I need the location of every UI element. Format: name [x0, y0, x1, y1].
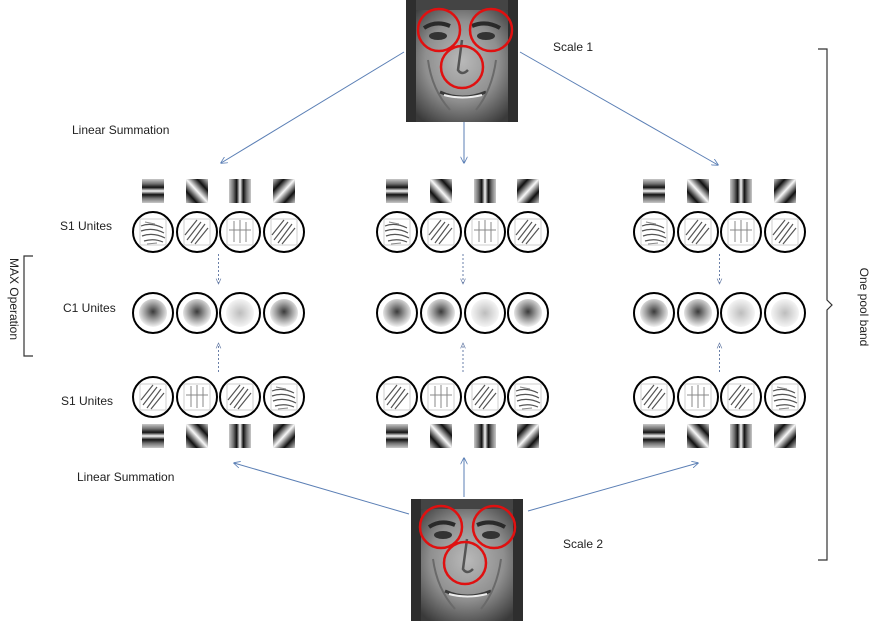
band-column-1 [132, 179, 305, 448]
c1-unit-response-icon [219, 292, 261, 334]
gabor-filter-icon [229, 424, 251, 448]
linear-summation-top-label: Linear Summation [72, 123, 170, 137]
s1-unit-response-icon [219, 211, 261, 253]
face-photo-icon [409, 497, 525, 621]
s1-unit-response-icon [464, 376, 506, 418]
gabor-filter-icon [774, 179, 796, 203]
c1-unit-response-icon [720, 292, 762, 334]
s1-unit-response-icon [464, 211, 506, 253]
gabor-filter-icon [517, 424, 539, 448]
s1-unit-response-icon [176, 376, 218, 418]
gabor-filter-icon [386, 179, 408, 203]
s1-unit-response-icon [263, 211, 305, 253]
gabor-filter-icon [229, 179, 251, 203]
gabor-filter-icon [643, 424, 665, 448]
gabor-filter-icon [386, 424, 408, 448]
gabor-filter-icon [730, 424, 752, 448]
s1-unit-response-icon [677, 376, 719, 418]
arrow [221, 51, 405, 163]
gabor-filter-icon [517, 179, 539, 203]
max-operation-bracket [23, 255, 33, 357]
s1-unit-response-icon [677, 211, 719, 253]
arrow [527, 463, 698, 512]
s1-unit-response-icon [132, 211, 174, 253]
face-photo-scale1 [404, 0, 520, 124]
gabor-filter-icon [774, 424, 796, 448]
max-operation-label: MAX Operation [7, 257, 21, 341]
gabor-filter-icon [430, 179, 452, 203]
c1-unit-response-icon [464, 292, 506, 334]
s1-unit-response-icon [420, 376, 462, 418]
s1-units-bottom-label: S1 Unites [61, 394, 114, 408]
s1-units-top-label: S1 Unites [60, 219, 113, 233]
s1-unit-response-icon [376, 211, 418, 253]
s1-unit-response-icon [764, 376, 806, 418]
c1-unit-response-icon [764, 292, 806, 334]
gabor-filter-icon [186, 424, 208, 448]
scale1-label: Scale 1 [553, 40, 594, 54]
c1-units-label: C1 Unites [63, 301, 116, 315]
arrow [519, 51, 718, 165]
s1-unit-response-icon [507, 211, 549, 253]
receptive-field-circle [418, 504, 464, 550]
s1-unit-response-icon [720, 376, 762, 418]
receptive-field-circle [439, 44, 485, 90]
face-photo-scale2 [409, 497, 525, 621]
c1-unit-response-icon [507, 292, 549, 334]
gabor-filter-icon [474, 424, 496, 448]
c1-unit-response-icon [677, 292, 719, 334]
receptive-field-circle [468, 7, 514, 53]
gabor-filter-icon [273, 424, 295, 448]
gabor-filter-icon [730, 179, 752, 203]
receptive-field-circle [471, 504, 517, 550]
gabor-filter-icon [273, 179, 295, 203]
c1-unit-response-icon [132, 292, 174, 334]
gabor-filter-icon [142, 424, 164, 448]
gabor-filter-icon [687, 424, 709, 448]
s1-unit-response-icon [764, 211, 806, 253]
s1-unit-response-icon [633, 376, 675, 418]
gabor-filter-icon [142, 179, 164, 203]
band-column-3 [633, 179, 806, 448]
s1-unit-response-icon [720, 211, 762, 253]
c1-unit-response-icon [376, 292, 418, 334]
gabor-filter-icon [186, 179, 208, 203]
s1-unit-response-icon [633, 211, 675, 253]
s1-unit-response-icon [219, 376, 261, 418]
s1-unit-response-icon [507, 376, 549, 418]
linear-summation-bottom-label: Linear Summation [77, 470, 175, 484]
c1-unit-response-icon [420, 292, 462, 334]
s1-unit-response-icon [263, 376, 305, 418]
receptive-field-circle [416, 7, 462, 53]
receptive-field-circle [442, 540, 488, 586]
arrow [234, 463, 410, 515]
s1-unit-response-icon [132, 376, 174, 418]
c1-unit-response-icon [633, 292, 675, 334]
c1-unit-response-icon [263, 292, 305, 334]
pool-band-bracket [818, 48, 833, 561]
gabor-filter-icon [430, 424, 452, 448]
band-column-2 [376, 179, 549, 448]
s1-unit-response-icon [176, 211, 218, 253]
c1-unit-response-icon [176, 292, 218, 334]
gabor-filter-icon [643, 179, 665, 203]
gabor-filter-icon [687, 179, 709, 203]
gabor-filter-icon [474, 179, 496, 203]
one-pool-band-label: One pool band [857, 267, 871, 347]
s1-unit-response-icon [420, 211, 462, 253]
summation-arrows [221, 51, 718, 515]
scale2-label: Scale 2 [563, 537, 604, 551]
s1-unit-response-icon [376, 376, 418, 418]
